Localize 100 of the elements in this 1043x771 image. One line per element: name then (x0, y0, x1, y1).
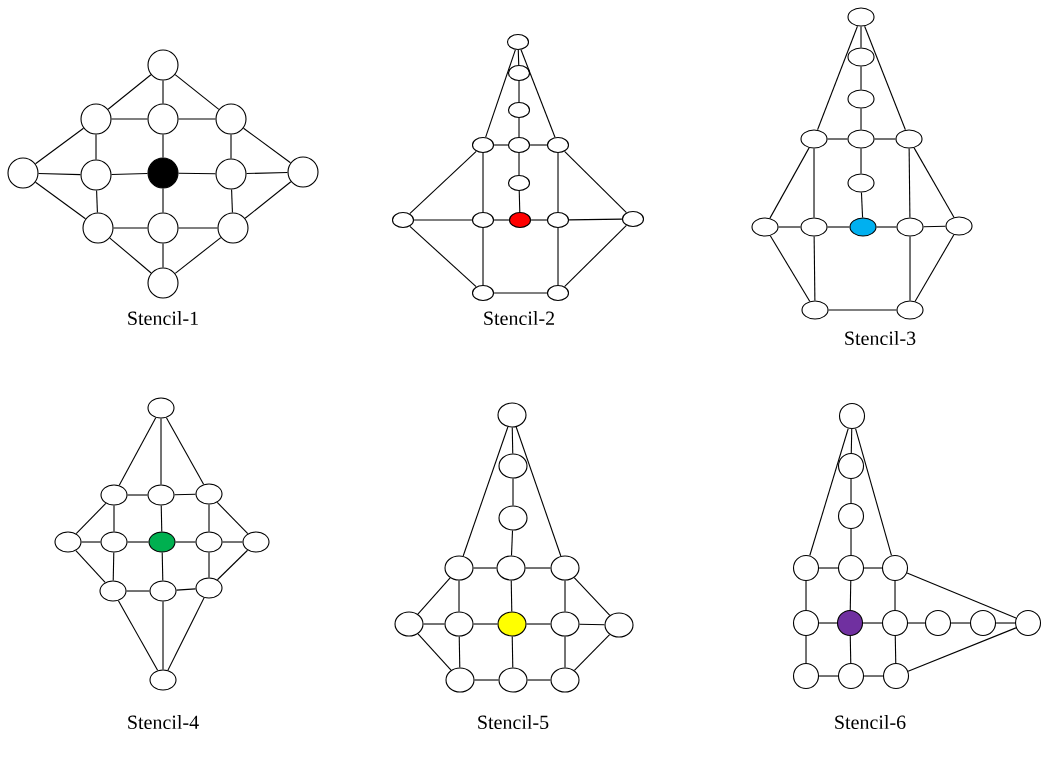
vertex (471, 136, 495, 154)
edge-line (216, 501, 249, 535)
vertex (546, 211, 570, 229)
edge-line (518, 80, 520, 103)
edge-line (178, 118, 216, 120)
vertex (550, 611, 580, 637)
vertex (847, 7, 875, 27)
edge-line (564, 224, 627, 288)
vertex (969, 609, 997, 637)
edge-line (579, 623, 605, 626)
edge-line (162, 134, 164, 158)
vertex (445, 667, 475, 693)
edge-line (117, 600, 159, 671)
edge-line (855, 428, 892, 556)
edge-line (914, 234, 955, 302)
vertex (391, 211, 415, 229)
edge-line (208, 552, 210, 578)
edge-line (167, 597, 205, 671)
edge-line (216, 549, 249, 581)
vertex (751, 217, 779, 237)
vertex (394, 611, 424, 637)
vertex (621, 210, 645, 228)
edge-line (111, 118, 148, 120)
edge-line (906, 572, 1017, 619)
edge-line (165, 417, 205, 485)
vertex (792, 609, 820, 637)
vertex (882, 662, 910, 690)
edge-line (529, 144, 548, 146)
edge-line (162, 243, 164, 268)
vertex (444, 555, 474, 581)
vertex (471, 284, 495, 302)
vertex (604, 612, 634, 638)
vertex (195, 531, 223, 553)
edge-line (107, 74, 152, 110)
vertex (792, 662, 820, 690)
vertex (195, 577, 223, 599)
vertex (546, 136, 570, 154)
edge-line (113, 505, 115, 532)
edge-line (894, 580, 896, 611)
edge-line (573, 577, 611, 616)
edge-line (907, 622, 926, 624)
edge-line (35, 181, 86, 220)
vertex (896, 300, 924, 320)
vertex (550, 667, 580, 693)
edge-line (850, 428, 853, 454)
edge-line (230, 134, 232, 159)
edge-line (231, 189, 233, 213)
edge-line (515, 426, 562, 557)
vertex (498, 667, 528, 693)
stencil-caption: Stencil-4 (128, 714, 199, 730)
edge-line (244, 181, 292, 219)
edge-line (813, 148, 815, 218)
edge-line (827, 226, 850, 228)
vertex (507, 64, 531, 82)
edge-line (109, 237, 152, 274)
stencil-caption: Stencil-2 (484, 310, 554, 326)
stencil-caption: Stencil-3 (845, 330, 916, 346)
vertex (215, 158, 247, 190)
stencil-caption: Stencil-5 (478, 714, 549, 730)
vertex (147, 397, 175, 419)
edge-line (827, 138, 848, 140)
vertex (800, 129, 828, 149)
vertex (837, 502, 865, 530)
vertex (80, 159, 112, 191)
edge-line (510, 580, 513, 612)
edge-line (243, 127, 292, 164)
vertex (507, 101, 531, 119)
edge-line (557, 227, 559, 286)
vertex (100, 531, 128, 553)
edge-line (769, 147, 810, 219)
edge-line (517, 49, 520, 66)
edge-line (112, 552, 115, 581)
vertex (149, 580, 177, 602)
edge-line (118, 417, 157, 486)
edge-line (417, 633, 452, 671)
vertex (498, 453, 528, 479)
vertex (147, 484, 175, 506)
edge-line (462, 426, 509, 557)
edge-line (849, 635, 852, 664)
edge-line (850, 478, 852, 504)
vertex (215, 103, 247, 135)
vertex (546, 284, 570, 302)
vertex (847, 129, 875, 149)
edge-line (174, 237, 222, 274)
edge-line (162, 188, 164, 213)
edge-line (564, 636, 566, 668)
edge-line (849, 580, 852, 611)
edge-line (178, 172, 216, 175)
edge-line (493, 219, 510, 221)
edge-line (526, 623, 551, 625)
edge-line (178, 227, 218, 229)
vertex (444, 611, 474, 637)
edge-line (162, 80, 164, 104)
vertex (838, 402, 866, 430)
edge-line (126, 590, 150, 592)
vertex (895, 129, 923, 149)
edge-line (512, 478, 514, 506)
vertex (847, 47, 875, 67)
edge-line (864, 25, 906, 131)
edge-line (75, 502, 107, 535)
